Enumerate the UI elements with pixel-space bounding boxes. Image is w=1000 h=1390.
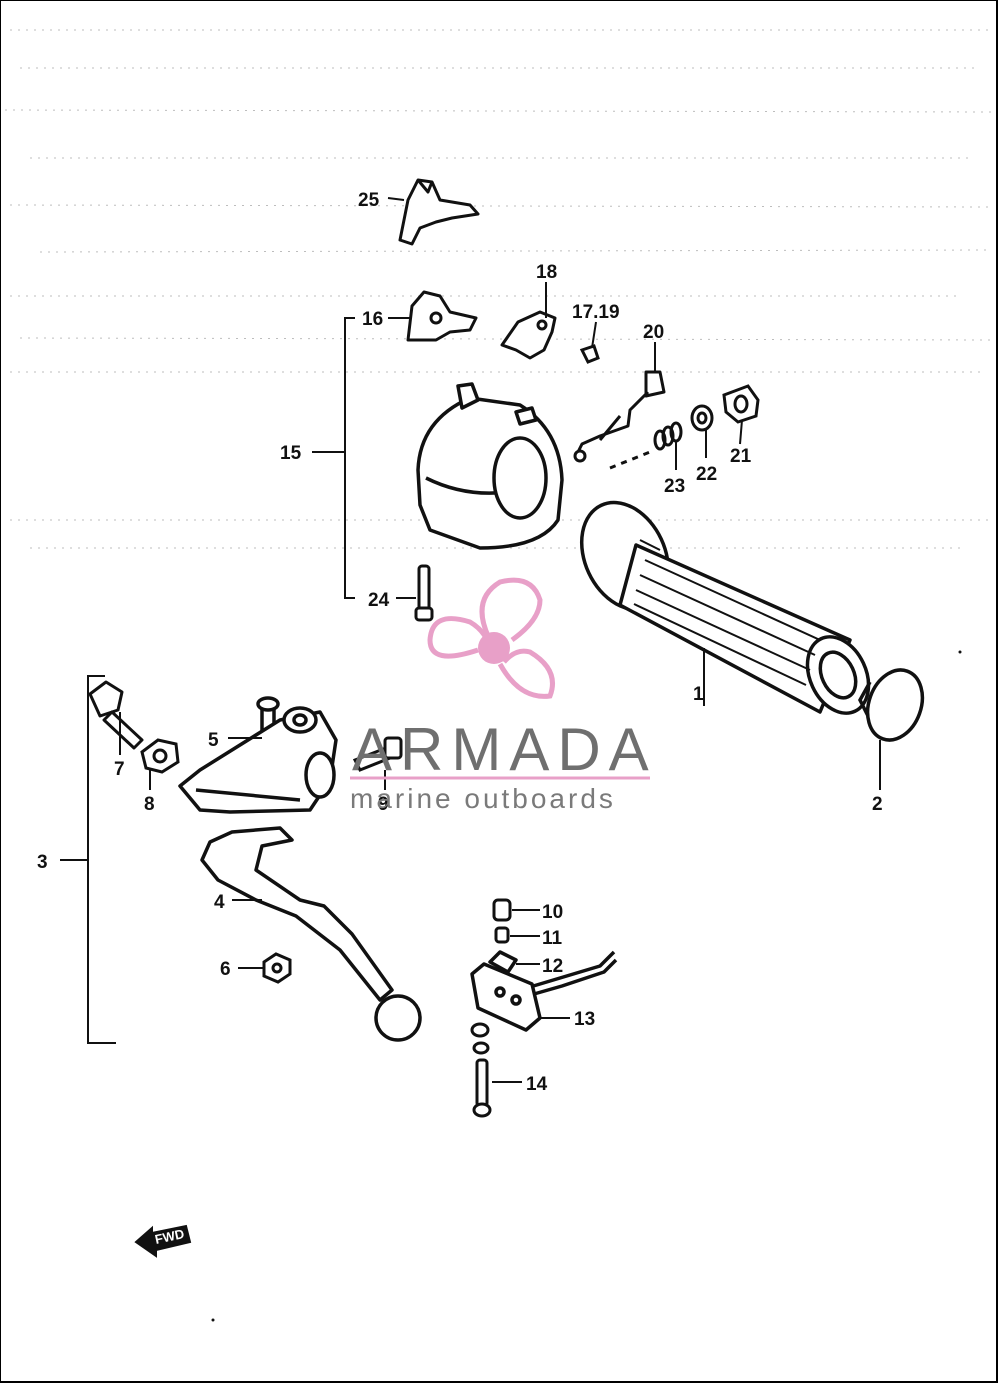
part-24-screw (414, 564, 434, 622)
propeller-logo (427, 577, 555, 699)
callout-23: 23 (664, 476, 685, 497)
part-21-bushing (722, 384, 760, 424)
callout-3: 3 (37, 852, 48, 873)
part-9-screw (352, 736, 403, 772)
part-11-locknut (494, 926, 510, 944)
part-5-lever-bracket (178, 696, 338, 814)
part-22-washer (690, 404, 714, 432)
part-6-nut (262, 952, 292, 984)
callout-9: 9 (378, 794, 389, 815)
callout-20: 20 (643, 322, 664, 343)
leader-lines (60, 197, 881, 1083)
callout-17-19: 17.19 (572, 302, 620, 323)
part-4-lever (200, 826, 422, 1042)
part-10-adjuster (492, 898, 512, 922)
callout-8: 8 (144, 794, 155, 815)
part-12-cable-holder (488, 950, 618, 1000)
callout-22: 22 (696, 464, 717, 485)
callout-4: 4 (214, 892, 225, 913)
callout-18: 18 (536, 262, 557, 283)
callout-12: 12 (542, 956, 563, 977)
part-8-nut (140, 738, 180, 774)
part-17-19-screw (579, 344, 600, 364)
watermark-brand: ARMADA (352, 716, 657, 783)
watermark: ARMADA marine outboards (350, 577, 657, 814)
callout-6: 6 (220, 959, 231, 980)
part-20-throttle-cable (573, 370, 666, 470)
callout-14: 14 (526, 1074, 548, 1095)
scan-speck (958, 650, 962, 654)
forward-arrow-icon (134, 1224, 192, 1258)
callout-15: 15 (280, 443, 302, 464)
callout-13: 13 (574, 1009, 595, 1030)
callout-7: 7 (114, 759, 125, 780)
callout-2: 2 (872, 794, 883, 815)
fwd-label: FWD (154, 1226, 186, 1247)
scan-speck (211, 1318, 215, 1322)
part-23-spring (653, 421, 683, 451)
callout-16: 16 (362, 309, 383, 330)
part-15-switch-housing (416, 382, 564, 550)
part-14-bolt (470, 1022, 492, 1118)
callout-21: 21 (730, 446, 752, 467)
callout-25: 25 (358, 190, 380, 211)
callout-1: 1 (693, 684, 704, 705)
part-2-grip-end-cap (858, 668, 925, 742)
callout-5: 5 (208, 730, 219, 751)
callout-10: 10 (542, 902, 563, 923)
watermark-tagline: marine outboards (350, 783, 616, 814)
callout-11: 11 (542, 928, 563, 949)
part-25-switch-cap (398, 178, 480, 246)
part-18-bracket (500, 310, 557, 360)
callout-labels: 1 2 3 4 5 6 7 8 9 10 11 12 13 14 15 16 1… (37, 190, 883, 1095)
callout-24: 24 (368, 590, 390, 611)
part-7-bolt (88, 680, 144, 750)
fwd-badge: FWD (134, 1224, 192, 1258)
part-1-handle-grip (579, 500, 871, 715)
part-16-switch-half (406, 290, 478, 342)
